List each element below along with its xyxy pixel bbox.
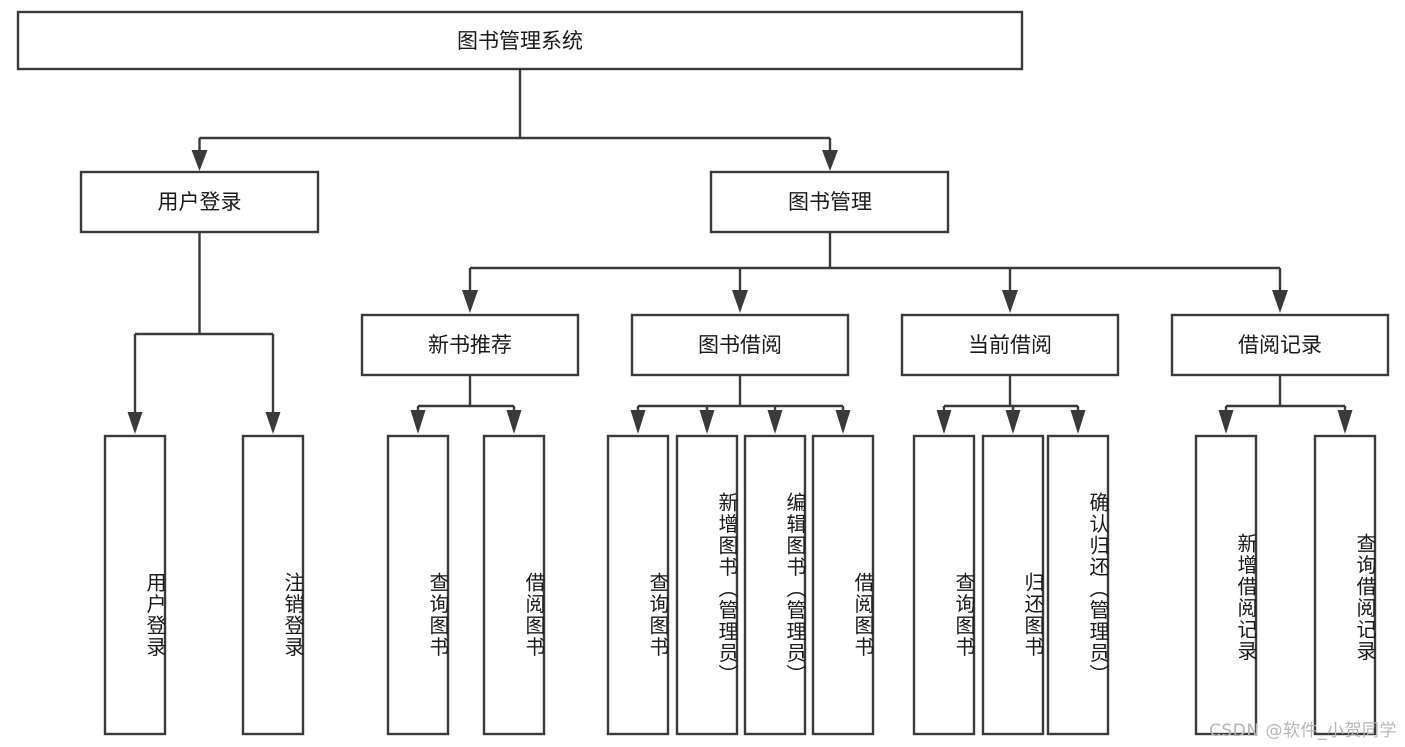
arrow-head-leaf-return-book	[1005, 410, 1021, 434]
node-book-borrow-label: 图书借阅	[698, 333, 782, 357]
arrow-head-user-login	[191, 150, 208, 171]
connector-group-user-login-leaves	[127, 232, 281, 434]
leaf-box-query-book-2[interactable]	[606, 434, 670, 736]
node-new-book-recommend[interactable]: 新书推荐	[360, 313, 580, 377]
arrow-head-leaf-edit-book	[767, 410, 783, 434]
leaf-box-query-record[interactable]	[1313, 434, 1377, 736]
node-root-system-label: 图书管理系统	[457, 29, 583, 53]
leaf-box-borrow-book-1[interactable]	[482, 434, 546, 736]
leaf-box-borrow-book-2[interactable]	[811, 434, 875, 736]
arrow-head-book-mgmt	[822, 150, 838, 171]
arrow-head-leaf-borrow-book-1	[506, 410, 522, 434]
arrow-head-leaf-borrow-book-2	[835, 410, 851, 434]
arrow-head-leaf-add-record	[1218, 410, 1234, 434]
connector-group-root	[191, 69, 838, 171]
node-user-login[interactable]: 用户登录	[79, 170, 320, 234]
leaf-box-confirm-return[interactable]	[1046, 434, 1110, 736]
node-book-management-box[interactable]	[709, 170, 950, 234]
arrow-head-leaf-confirm-return	[1070, 410, 1086, 434]
node-borrow-records-box[interactable]	[1170, 313, 1390, 377]
connector-group-records-leaves	[1218, 375, 1353, 434]
connector-group-newbooks-leaves	[410, 375, 522, 434]
arrow-head-leaf-add-book	[699, 410, 715, 434]
leaf-box-add-book[interactable]	[675, 434, 739, 736]
arrow-head-leaf-query-book-2	[630, 410, 646, 434]
node-borrow-records-label: 借阅记录	[1238, 333, 1322, 357]
leaf-box-query-book-1[interactable]	[386, 434, 450, 736]
leaf-node-boxes	[103, 434, 1377, 736]
leaf-box-add-record[interactable]	[1194, 434, 1258, 736]
leaf-box-return-book[interactable]	[981, 434, 1045, 736]
node-book-management[interactable]: 图书管理	[709, 170, 950, 234]
node-book-borrow-box[interactable]	[630, 313, 850, 377]
node-root-system-box[interactable]	[16, 10, 1024, 71]
arrow-head-borrow	[732, 290, 748, 313]
node-current-borrow-label: 当前借阅	[968, 333, 1052, 357]
connector-group-borrow-leaves	[630, 375, 851, 434]
node-current-borrow-box[interactable]	[900, 313, 1120, 377]
leaf-box-user-login[interactable]	[103, 434, 167, 736]
leaf-box-logout[interactable]	[241, 434, 305, 736]
arrow-head-current	[1002, 290, 1018, 313]
arrow-head-records	[1272, 290, 1288, 313]
arrow-head-leaf-query-record	[1337, 410, 1353, 434]
arrow-head-leaf-query-book-1	[410, 410, 426, 434]
leaf-box-query-book-3[interactable]	[912, 434, 976, 736]
connector-group-book-management	[462, 232, 1288, 313]
node-current-borrow[interactable]: 当前借阅	[900, 313, 1120, 377]
csdn-watermark: CSDN @软件_小贺同学	[1209, 721, 1397, 741]
node-borrow-records[interactable]: 借阅记录	[1170, 313, 1390, 377]
node-book-borrow[interactable]: 图书借阅	[630, 313, 850, 377]
node-user-login-label: 用户登录	[158, 190, 242, 214]
node-new-book-recommend-label: 新书推荐	[428, 333, 512, 357]
arrow-head-newbooks	[462, 290, 478, 313]
connector-group-current-leaves	[936, 375, 1086, 434]
node-root-system[interactable]: 图书管理系统	[16, 10, 1024, 71]
node-book-management-label: 图书管理	[788, 190, 872, 214]
node-user-login-box[interactable]	[79, 170, 320, 234]
arrow-head-leaf-query-book-3	[936, 410, 952, 434]
leaf-box-edit-book[interactable]	[743, 434, 807, 736]
arrow-head-leaf-user-login	[127, 412, 143, 434]
arrow-head-leaf-logout	[265, 412, 281, 434]
node-new-book-recommend-box[interactable]	[360, 313, 580, 377]
